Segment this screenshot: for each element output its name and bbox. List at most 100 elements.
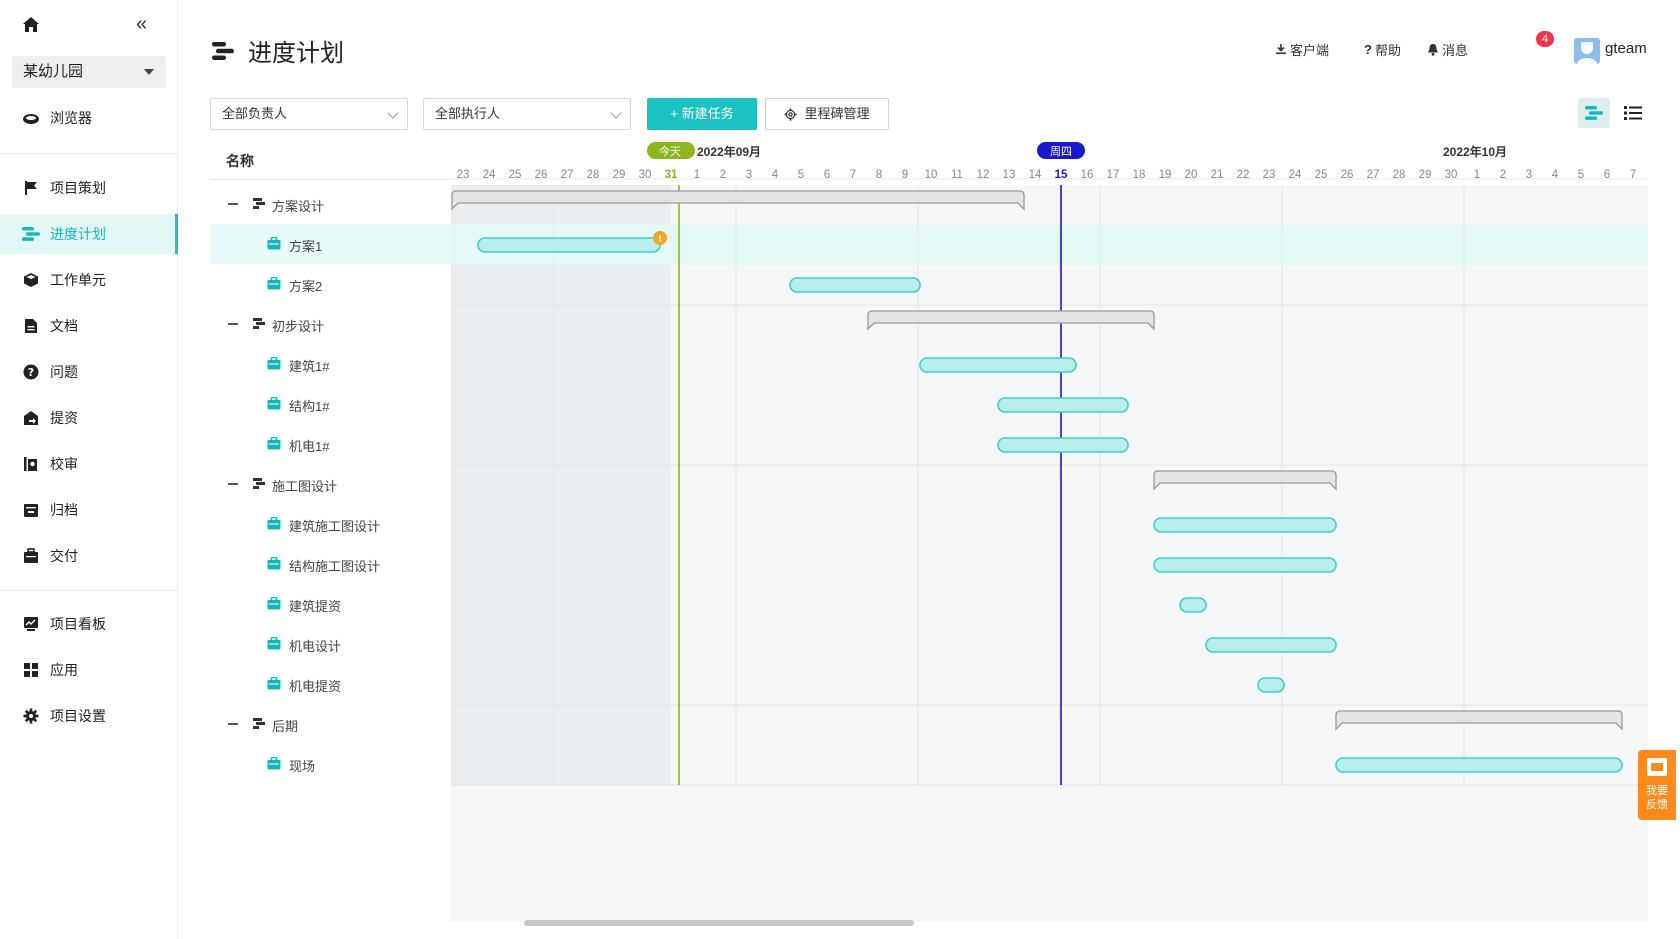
day-tick-label: 23 bbox=[457, 169, 470, 181]
user-name[interactable]: gteam bbox=[1605, 40, 1647, 57]
task-bar[interactable] bbox=[1179, 597, 1207, 613]
group-summary-bar[interactable] bbox=[867, 310, 1155, 331]
task-group-row[interactable]: 初步设计 bbox=[210, 304, 451, 344]
day-tick-label: 23 bbox=[1263, 169, 1276, 181]
sidebar-divider bbox=[0, 590, 178, 591]
executor-filter-select[interactable]: 全部执行人 bbox=[423, 98, 631, 130]
nav-item-submit[interactable]: 提资 bbox=[0, 398, 178, 438]
day-tick-label: 5 bbox=[1578, 169, 1584, 181]
task-group-row[interactable]: 施工图设计 bbox=[210, 464, 451, 504]
task-row[interactable]: 机电1# bbox=[210, 424, 451, 464]
group-summary-bar[interactable] bbox=[451, 190, 1025, 211]
milestone-manage-button[interactable]: 里程碑管理 bbox=[765, 98, 889, 130]
task-icon bbox=[267, 396, 281, 413]
task-row[interactable]: 建筑提资 bbox=[210, 584, 451, 624]
nav-item-apps[interactable]: 应用 bbox=[0, 650, 178, 690]
avatar[interactable] bbox=[1574, 38, 1600, 64]
task-bar[interactable] bbox=[789, 277, 921, 293]
collapse-sidebar-icon[interactable]: « bbox=[136, 13, 148, 35]
day-tick-label: 7 bbox=[1630, 169, 1636, 181]
task-row[interactable]: 建筑施工图设计 bbox=[210, 504, 451, 544]
document-icon bbox=[22, 317, 40, 335]
warning-icon-glyph: ! bbox=[658, 235, 662, 245]
task-bar[interactable] bbox=[997, 437, 1129, 453]
apps-icon bbox=[22, 661, 40, 679]
group-summary-bar[interactable] bbox=[1153, 470, 1337, 491]
nav-item-label: 提资 bbox=[50, 410, 78, 426]
task-row[interactable]: 机电提资 bbox=[210, 664, 451, 704]
name-column-header: 名称 bbox=[226, 153, 254, 169]
help-link[interactable]: ? 帮助 bbox=[1364, 36, 1401, 62]
task-group-row[interactable]: 后期 bbox=[210, 704, 451, 744]
nav-item-review[interactable]: 校审 bbox=[0, 444, 178, 484]
task-bar[interactable] bbox=[1153, 557, 1337, 573]
task-bar[interactable] bbox=[1153, 517, 1337, 533]
nav-item-label: 应用 bbox=[50, 662, 78, 678]
nav-item-documents[interactable]: 文档 bbox=[0, 306, 178, 346]
nav-item-issues[interactable]: ? 问题 bbox=[0, 352, 178, 392]
caret-down-icon bbox=[144, 69, 154, 75]
task-row[interactable]: 方案2 bbox=[210, 264, 451, 304]
task-icon bbox=[267, 596, 281, 613]
nav-item-schedule[interactable]: 进度计划 bbox=[0, 214, 178, 254]
settings-icon bbox=[22, 707, 40, 725]
collapse-toggle-icon[interactable] bbox=[228, 723, 238, 725]
task-row[interactable]: 机电设计 bbox=[210, 624, 451, 664]
nav-item-label: 工作单元 bbox=[50, 272, 106, 288]
task-bar[interactable] bbox=[1257, 677, 1285, 693]
day-tick-label: 28 bbox=[587, 169, 600, 181]
task-icon bbox=[267, 756, 281, 773]
nav-item-planning[interactable]: 项目策划 bbox=[0, 168, 178, 208]
task-row[interactable]: 结构施工图设计 bbox=[210, 544, 451, 584]
day-tick-label: 2 bbox=[1500, 169, 1506, 181]
day-tick-label: 27 bbox=[561, 169, 574, 181]
gantt-view-toggle[interactable] bbox=[1578, 98, 1610, 128]
day-tick-label: 27 bbox=[1367, 169, 1380, 181]
project-select[interactable]: 某幼儿园 bbox=[12, 56, 166, 88]
messages-link[interactable]: 消息 bbox=[1427, 36, 1468, 62]
warning-icon[interactable] bbox=[653, 231, 667, 245]
day-tick-label: 17 bbox=[1107, 169, 1120, 181]
day-tick-label: 14 bbox=[1029, 169, 1042, 181]
project-select-label: 某幼儿园 bbox=[23, 63, 84, 80]
client-download-link[interactable]: 客户端 bbox=[1275, 36, 1329, 62]
nav-item-dashboard[interactable]: 项目看板 bbox=[0, 604, 178, 644]
nav-item-archive[interactable]: 归档 bbox=[0, 490, 178, 530]
task-bar[interactable] bbox=[1205, 637, 1337, 653]
task-row[interactable]: 建筑1# bbox=[210, 344, 451, 384]
task-bar[interactable] bbox=[997, 397, 1129, 413]
month-label: 2022年10月 bbox=[1443, 144, 1507, 159]
task-bar[interactable] bbox=[477, 237, 661, 253]
nav-item-deliver[interactable]: 交付 bbox=[0, 536, 178, 576]
today-tag-label: 今天 bbox=[659, 144, 681, 158]
task-icon bbox=[267, 236, 281, 253]
task-bar[interactable] bbox=[1335, 757, 1623, 773]
nav-item-browser[interactable]: 浏览器 bbox=[0, 98, 178, 138]
collapse-toggle-icon[interactable] bbox=[228, 203, 238, 205]
nav-item-settings[interactable]: 项目设置 bbox=[0, 696, 178, 736]
task-row[interactable]: 结构1# bbox=[210, 384, 451, 424]
collapse-toggle-icon[interactable] bbox=[228, 483, 238, 485]
group-summary-bar[interactable] bbox=[1335, 710, 1623, 731]
feedback-button[interactable]: 我要反馈 bbox=[1638, 750, 1676, 820]
sidebar: « 某幼儿园 浏览器 项目策划 进度计划 工作单元 文档 ? 问题 bbox=[0, 0, 178, 939]
day-tick-label: 30 bbox=[639, 169, 652, 181]
list-view-toggle[interactable] bbox=[1618, 98, 1648, 128]
task-icon bbox=[267, 516, 281, 533]
day-tick-label: 24 bbox=[483, 169, 496, 181]
day-tick-label: 3 bbox=[746, 169, 752, 181]
nav-item-work-unit[interactable]: 工作单元 bbox=[0, 260, 178, 300]
horizontal-scrollbar[interactable] bbox=[524, 920, 914, 926]
home-icon[interactable] bbox=[22, 16, 42, 36]
task-row[interactable]: 现场 bbox=[210, 744, 451, 784]
task-name: 方案2 bbox=[289, 279, 323, 294]
owner-filter-select[interactable]: 全部负责人 bbox=[210, 98, 408, 130]
task-name: 机电设计 bbox=[289, 639, 342, 654]
day-tick-label: 13 bbox=[1003, 169, 1016, 181]
collapse-toggle-icon[interactable] bbox=[228, 323, 238, 325]
new-task-button[interactable]: + 新建任务 bbox=[647, 98, 757, 130]
task-bar[interactable] bbox=[919, 357, 1077, 373]
chevron-down-icon bbox=[387, 107, 399, 119]
task-row[interactable]: 方案1 bbox=[210, 224, 451, 264]
task-group-row[interactable]: 方案设计 bbox=[210, 184, 451, 224]
